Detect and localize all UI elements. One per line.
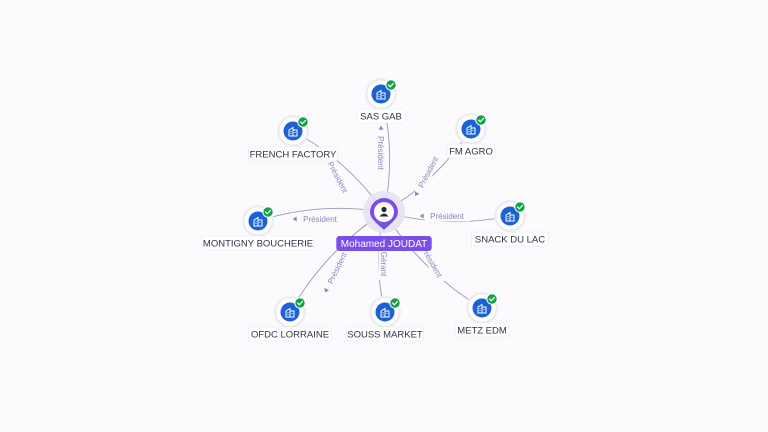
building-icon	[505, 211, 515, 222]
verified-check-icon	[385, 79, 397, 91]
verified-check-icon	[262, 206, 274, 218]
company-label-box	[346, 326, 424, 342]
company-label-box	[446, 143, 496, 159]
edge-label-bg	[412, 149, 444, 195]
company-node[interactable]: SOUSS MARKET	[346, 296, 424, 342]
company-label-box	[201, 235, 315, 251]
company-name: MONTIGNY BOUCHERIE	[203, 238, 313, 249]
company-label-box	[248, 146, 338, 162]
verified-check-icon	[486, 293, 498, 305]
company-node[interactable]: SAS GAB	[356, 78, 406, 124]
edge-label-bg	[378, 248, 390, 280]
building-icon	[376, 89, 386, 100]
company-name: FM AGRO	[449, 146, 493, 157]
person-node[interactable]: Mohamed JOUDAT	[336, 191, 432, 251]
building-icon	[380, 307, 390, 318]
company-node[interactable]: OFDC LORRAINE	[248, 296, 332, 342]
edge-label-group: Président	[322, 245, 352, 293]
verified-check-icon	[294, 297, 306, 309]
company-name: OFDC LORRAINE	[251, 329, 329, 340]
company-label-box	[454, 322, 510, 338]
building-icon	[466, 124, 476, 135]
person-name: Mohamed JOUDAT	[341, 239, 428, 250]
company-name: SNACK DU LAC	[475, 234, 545, 245]
building-icon	[288, 126, 298, 137]
edge-role-label: Président	[430, 212, 465, 221]
edge-role-label: Gérant	[379, 252, 388, 277]
company-node[interactable]: MONTIGNY BOUCHERIE	[201, 205, 315, 251]
company-label-box	[356, 108, 406, 124]
edge-arrow-icon	[292, 216, 297, 222]
company-name: SOUSS MARKET	[347, 329, 423, 340]
company-name: SAS GAB	[360, 111, 402, 122]
person-icon	[379, 206, 389, 217]
company-node[interactable]: SNACK DU LAC	[471, 200, 549, 247]
verified-check-icon	[514, 201, 526, 213]
edge-role-label: Président	[326, 250, 349, 285]
company-node[interactable]: FM AGRO	[446, 113, 496, 159]
edge-arrow-icon	[324, 287, 330, 293]
edge-arrow-icon	[378, 125, 384, 130]
building-icon	[253, 216, 263, 227]
company-name: METZ EDM	[457, 325, 507, 336]
company-node[interactable]: FRENCH FACTORY	[248, 115, 338, 162]
person-label-box	[336, 236, 432, 251]
edge-label-bg	[297, 213, 343, 225]
company-node[interactable]: METZ EDM	[454, 292, 510, 338]
edge-label-bg	[322, 245, 352, 291]
edge-label-bg	[424, 210, 470, 222]
edge-label-bg	[375, 130, 387, 176]
verified-check-icon	[475, 114, 487, 126]
building-icon	[477, 303, 487, 314]
edge-role-label: Président	[303, 215, 338, 224]
company-label-box	[471, 231, 549, 247]
company-name: FRENCH FACTORY	[250, 149, 337, 160]
edge-arrow-icon	[414, 191, 420, 197]
edge-label-group: Président	[412, 149, 444, 197]
verified-check-icon	[297, 116, 309, 128]
edge-label-bg	[322, 154, 354, 200]
building-icon	[285, 307, 295, 318]
edge-label-group: Président	[419, 210, 470, 222]
edge-role-label: Président	[376, 136, 385, 171]
company-label-box	[248, 326, 332, 342]
edge-label-group: Président	[375, 125, 387, 176]
edge-label-group: Président	[292, 213, 343, 225]
verified-check-icon	[389, 297, 401, 309]
edge-arrow-icon	[419, 213, 424, 219]
